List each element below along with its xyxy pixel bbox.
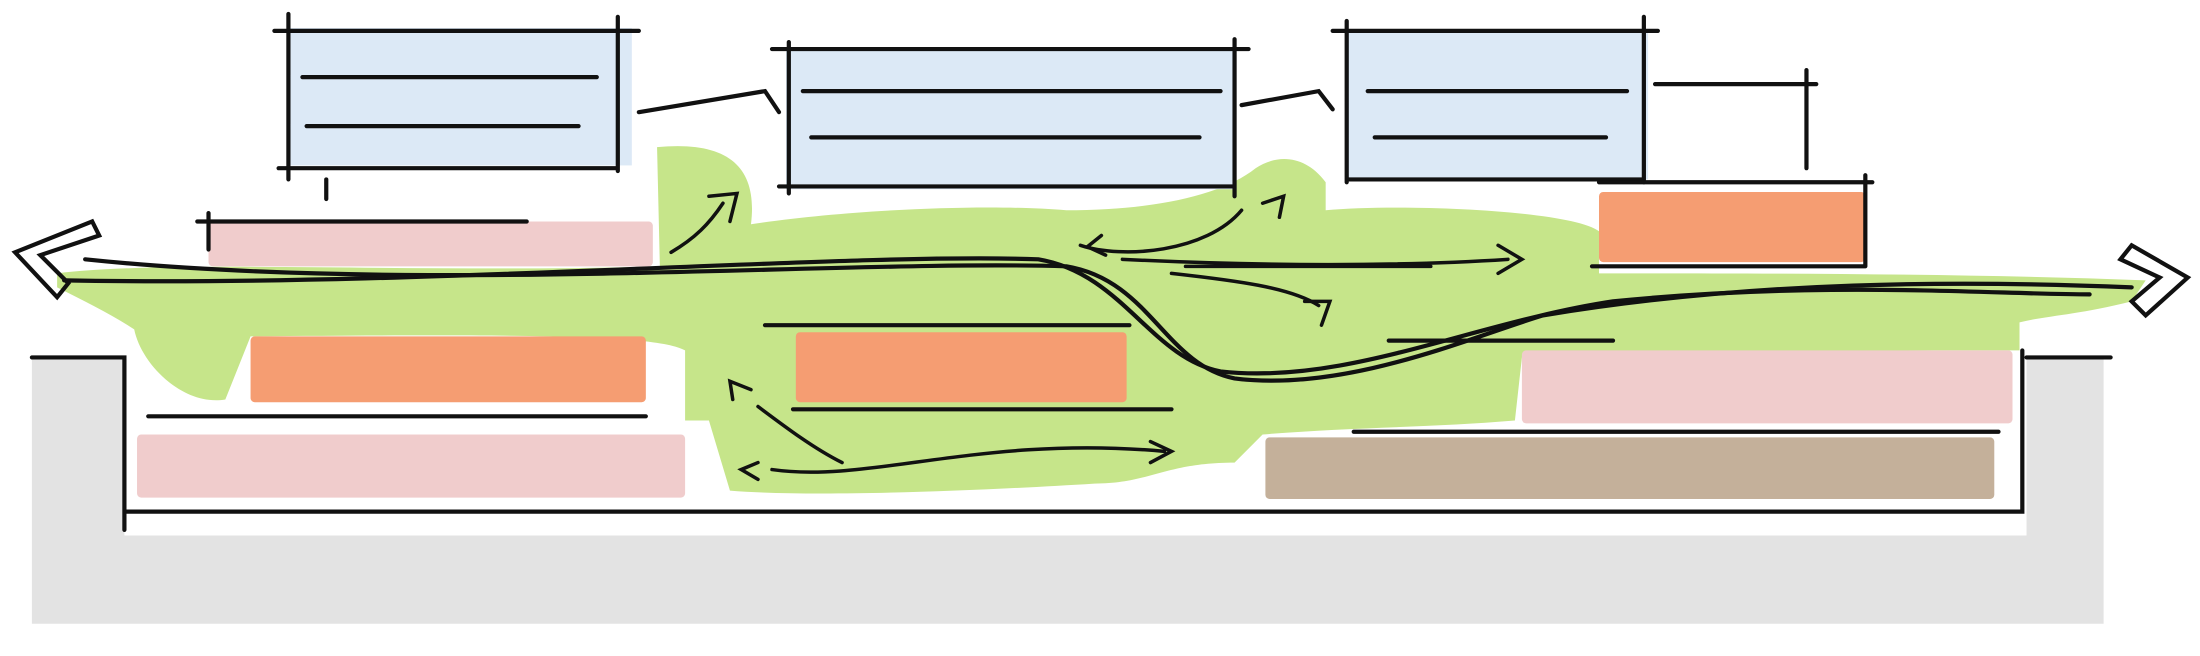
green-open-space <box>57 146 2146 494</box>
ledge-lines <box>146 173 2001 434</box>
secondary-route <box>62 256 2092 376</box>
pink-block-2 <box>1521 350 2013 424</box>
orange-block-3 <box>1599 192 1866 263</box>
flow-arrow-icon <box>707 191 1526 482</box>
building-3-outline <box>1239 14 1819 185</box>
pink-block-3 <box>137 434 686 498</box>
upper-building-2 <box>786 49 1235 190</box>
upper-building-3 <box>1346 30 1649 180</box>
upper-building-1 <box>288 28 632 166</box>
ground <box>31 357 2104 624</box>
orange-block-1 <box>250 336 646 403</box>
building-1-outline <box>272 11 641 202</box>
brown-block <box>1265 437 1995 500</box>
pink-block-1 <box>208 221 653 267</box>
building-2-outline <box>636 37 1251 199</box>
ground-line <box>29 348 2113 532</box>
arrow-left-icon <box>11 218 103 301</box>
arrow-right-icon <box>2117 242 2192 319</box>
flow-arrows <box>669 201 1510 474</box>
orange-block-2 <box>795 332 1127 403</box>
